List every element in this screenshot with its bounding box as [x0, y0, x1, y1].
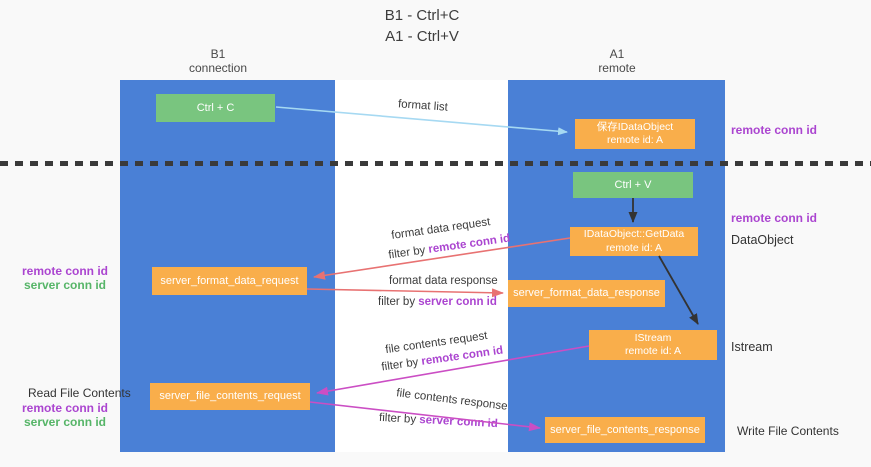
annotation-server-conn-id-left-bottom: server conn id — [23, 415, 107, 429]
annotation-read-file-contents: Read File Contents — [28, 386, 131, 400]
node-ctrl-c: Ctrl + C — [156, 94, 275, 122]
annotation-remote-conn-id-top-right: remote conn id — [731, 123, 818, 137]
annotation-write-file-contents: Write File Contents — [737, 424, 839, 438]
node-save-idataobject: 保存IDataObject remote id: A — [575, 119, 695, 149]
title-line-2: A1 - Ctrl+V — [385, 28, 459, 45]
node-getdata-line1: IDataObject::GetData — [583, 228, 685, 241]
node-istream-line2: remote id: A — [624, 345, 682, 357]
annotation-dataobject: DataObject — [731, 233, 794, 247]
lane-header-b1: B1 connection — [110, 47, 326, 76]
node-ctrl-v: Ctrl + V — [573, 172, 693, 198]
filter-prefix: filter by — [378, 411, 420, 426]
filter-prefix: filter by — [378, 296, 419, 308]
node-save-idataobject-line1: 保存IDataObject — [596, 120, 674, 133]
lane-header-a1: A1 remote — [509, 47, 725, 76]
lane-a1-name: A1 — [609, 47, 625, 61]
annotation-remote-conn-id-right: remote conn id — [731, 211, 818, 225]
annotation-remote-conn-id-left-mid: remote conn id — [21, 264, 108, 278]
diagram-title: B1 - Ctrl+C A1 - Ctrl+V — [0, 5, 844, 47]
filter-server-conn-id: server conn id — [418, 296, 497, 308]
annotation-left-mid-ids: remote conn id server conn id — [18, 264, 112, 292]
node-idataobject-getdata: IDataObject::GetData remote id: A — [570, 227, 698, 256]
node-server-format-data-request: server_format_data_request — [152, 267, 307, 295]
node-save-idataobject-line2: remote id: A — [606, 134, 664, 146]
node-server-file-contents-response: server_file_contents_response — [545, 417, 705, 443]
lane-b1-name: B1 — [210, 47, 226, 61]
node-server-file-contents-request: server_file_contents_request — [150, 383, 310, 410]
node-server-format-data-response: server_format_data_response — [508, 280, 665, 307]
title-line-1: B1 - Ctrl+C — [384, 7, 460, 24]
annotation-remote-conn-id-left-bottom: remote conn id — [21, 401, 108, 415]
node-getdata-line2: remote id: A — [605, 241, 663, 254]
lane-b1-subtitle: connection — [188, 61, 248, 76]
label-filter-server-conn-id-1: filter by server conn id — [378, 296, 497, 308]
lane-a1-subtitle: remote — [598, 61, 636, 76]
label-format-data-response: format data response — [389, 275, 498, 287]
node-istream: IStream remote id: A — [589, 330, 717, 360]
node-istream-line1: IStream — [634, 331, 672, 344]
annotation-left-bottom-ids: remote conn id server conn id — [18, 401, 112, 429]
annotation-istream: Istream — [731, 340, 773, 354]
annotation-server-conn-id-left-mid: server conn id — [23, 278, 107, 292]
dashed-divider-line — [0, 161, 871, 166]
